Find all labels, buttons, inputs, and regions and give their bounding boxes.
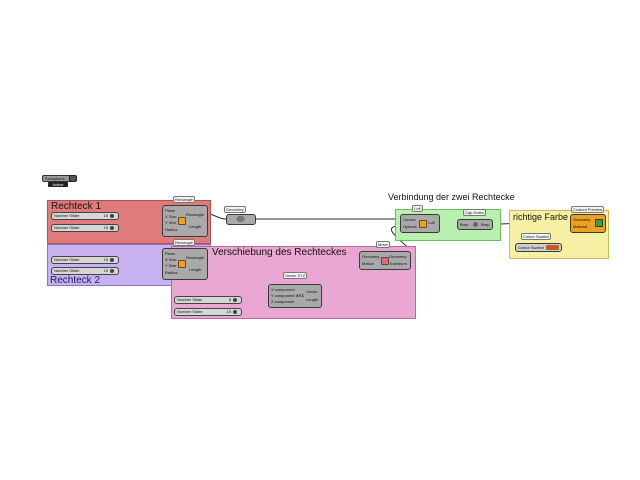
slider-label: Number Slider (54, 268, 80, 273)
colour-swatch-tag: Colour Swatch (521, 233, 552, 240)
port-y-size[interactable]: Y Size (165, 220, 177, 225)
port-y-component[interactable]: Y component (271, 293, 295, 298)
slider-value: 15 (103, 225, 108, 230)
exceptions-widget[interactable]: Exceptions Active (42, 175, 77, 188)
slider-knob[interactable] (110, 214, 114, 218)
port-options[interactable]: Options (403, 224, 417, 229)
slider-knob[interactable] (233, 298, 237, 302)
port-x-size[interactable]: X Size (165, 257, 177, 262)
port-geometry[interactable]: Geometry (573, 217, 591, 222)
group-title-richtige-farbe: richtige Farbe (513, 212, 569, 222)
port-length[interactable]: Length (189, 267, 202, 272)
port-geometry[interactable]: Geometry (362, 254, 380, 259)
colour-swatch-label: Colour Swatch (518, 245, 545, 250)
number-slider-4[interactable]: Number Slider 15 (51, 267, 119, 275)
number-slider-2[interactable]: Number Slider 15 (51, 224, 119, 232)
port-length[interactable]: Length (189, 224, 202, 229)
rectangle-icon (178, 260, 186, 268)
port-rectangle[interactable]: Rectangle (186, 255, 205, 260)
move-component[interactable]: Geometry Motion Geometry Transform (359, 251, 411, 270)
slider-label: Number Slider (54, 213, 80, 218)
geometry-parameter[interactable] (226, 214, 256, 225)
cap-holes-component[interactable]: Brep Brep (457, 219, 493, 230)
port-material[interactable]: Material (573, 224, 588, 229)
port-radius[interactable]: Radius (165, 270, 178, 275)
port-transform[interactable]: Transform (389, 261, 408, 266)
port-geometry-out[interactable]: Geometry (389, 254, 407, 259)
port-y-size[interactable]: Y Size (165, 263, 177, 268)
xyz-icon: XYZ (296, 293, 304, 298)
number-slider-3[interactable]: Number Slider 15 (51, 256, 119, 264)
port-curves[interactable]: Curves (403, 217, 416, 222)
move-arrow-icon (381, 257, 389, 265)
rectangle-2-component[interactable]: Plane X Size Y Size Radius Rectangle Len… (162, 248, 208, 280)
rectangle-2-tag: Rectangle (173, 239, 196, 246)
preview-icon (595, 219, 603, 227)
number-slider-1[interactable]: Number Slider 15 (51, 212, 119, 220)
slider-knob[interactable] (233, 310, 237, 314)
group-title-verbindung: Verbindung der zwei Rechtecke (388, 192, 515, 202)
slider-value: 15 (226, 309, 231, 314)
exceptions-label: Exceptions (42, 175, 72, 182)
slider-label: Number Slider (54, 225, 80, 230)
group-title-verschiebung: Verschiebung des Rechteckes (212, 247, 347, 258)
toggle-icon[interactable] (69, 175, 77, 182)
status-badge: Active (48, 182, 68, 187)
custom-preview-tag: Custom Preview (571, 206, 605, 213)
slider-value: 15 (103, 213, 108, 218)
slider-knob[interactable] (110, 258, 114, 262)
port-plane[interactable]: Plane (165, 251, 176, 256)
move-tag: Move (376, 241, 390, 248)
port-radius[interactable]: Radius (165, 227, 178, 232)
group-title-rechteck-1: Rechteck 1 (51, 201, 102, 212)
rectangle-icon (178, 217, 186, 225)
loft-icon (419, 220, 427, 228)
port-length[interactable]: Length (306, 297, 319, 302)
port-motion[interactable]: Motion (362, 261, 375, 266)
slider-knob[interactable] (110, 226, 114, 230)
vector-tag: Vector XYZ (283, 272, 308, 279)
number-slider-5[interactable]: Number Slider 8 (174, 296, 242, 304)
port-plane[interactable]: Plane (165, 208, 176, 213)
port-loft[interactable]: Loft (428, 220, 435, 225)
port-z-component[interactable]: Z component (271, 299, 295, 304)
geometry-tag: Geometry (224, 206, 246, 213)
port-x-component[interactable]: X component (271, 287, 295, 292)
swatch-color[interactable] (546, 245, 559, 250)
number-slider-6[interactable]: Number Slider 15 (174, 308, 242, 316)
slider-value: 15 (103, 268, 108, 273)
rectangle-1-component[interactable]: Plane X Size Y Size Radius Rectangle Len… (162, 205, 208, 237)
slider-value: 8 (228, 297, 231, 302)
cap-holes-tag: Cap Holes (463, 209, 486, 216)
colour-swatch-component[interactable]: Colour Swatch (515, 243, 562, 252)
port-x-size[interactable]: X Size (165, 214, 177, 219)
cap-holes-icon (473, 222, 478, 227)
port-rectangle[interactable]: Rectangle (186, 212, 205, 217)
slider-label: Number Slider (54, 257, 80, 262)
port-brep-in[interactable]: Brep (460, 222, 469, 227)
vector-xyz-component[interactable]: X component Y component Z component XYZ … (268, 284, 322, 308)
port-vector[interactable]: Vector (306, 289, 318, 294)
port-brep-out[interactable]: Brep (481, 222, 490, 227)
group-title-rechteck-2: Rechteck 2 (50, 275, 101, 286)
slider-value: 15 (103, 257, 108, 262)
custom-preview-component[interactable]: Geometry Material (570, 214, 606, 233)
slider-label: Number Slider (177, 297, 203, 302)
loft-tag: Loft (412, 205, 423, 212)
loft-component[interactable]: Curves Options Loft (400, 214, 440, 233)
slider-knob[interactable] (110, 269, 114, 273)
slider-label: Number Slider (177, 309, 203, 314)
rectangle-1-tag: Rectangle (173, 196, 196, 203)
hexagon-icon (236, 216, 245, 222)
